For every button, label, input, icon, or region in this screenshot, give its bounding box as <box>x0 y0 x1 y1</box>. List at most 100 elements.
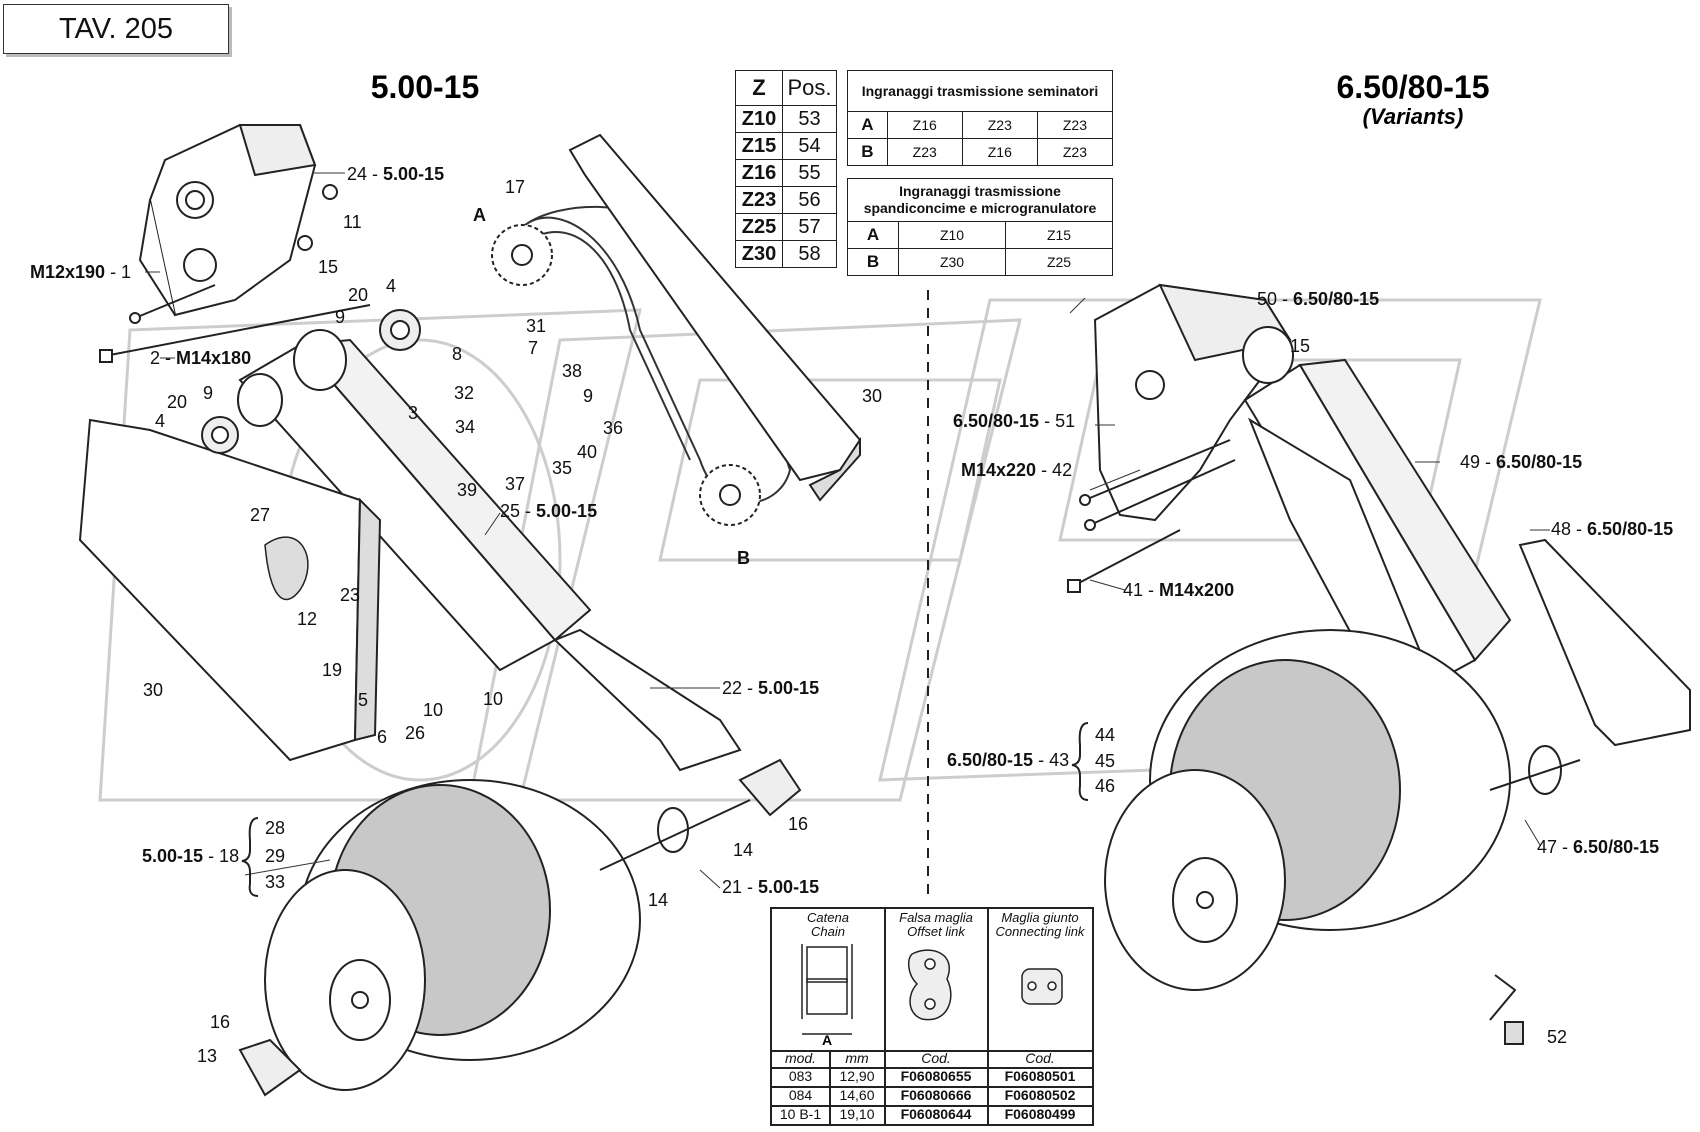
bolts-upper-left <box>99 184 371 363</box>
mm-cell: 19,10 <box>839 1106 875 1122</box>
callout-27: 27 <box>250 505 270 525</box>
callout-29: 29 <box>265 846 285 866</box>
chain-cover-30 <box>568 133 862 502</box>
pos-cell: 55 <box>782 159 837 187</box>
callout-11: 11 <box>343 212 362 232</box>
header-z: Z <box>735 70 783 106</box>
wheel-right <box>1104 629 1511 991</box>
pos-cell: 53 <box>782 105 837 133</box>
chain-link-drawings: A <box>801 944 1063 1048</box>
skid-48 <box>1518 538 1691 747</box>
callout-47: 47 - 6.50/80-15 <box>1537 837 1659 857</box>
section-subtitle-right: (Variants) <box>1363 104 1464 129</box>
divider <box>987 909 989 1124</box>
divider <box>772 1105 1092 1107</box>
table-cell: Z23 <box>1036 138 1114 166</box>
connecting-link-icon <box>1021 968 1063 1005</box>
frame-arm-left <box>78 329 592 762</box>
spring-27 <box>264 536 309 601</box>
callout-9b: 9 <box>583 386 593 406</box>
callout-19: 19 <box>322 660 342 680</box>
callout-24: 24 - 5.00-15 <box>347 164 444 184</box>
callout-14a: 14 <box>733 840 753 860</box>
table-cell: Z23 <box>961 111 1038 139</box>
callout-23: 23 <box>340 585 360 605</box>
wheel-left <box>264 779 641 1091</box>
pos-cell: 56 <box>782 186 837 214</box>
callout-20b: 20 <box>167 392 187 412</box>
callout-44: 44 <box>1095 725 1115 745</box>
callout-37: 37 <box>505 474 525 494</box>
dimension-a-label: A <box>822 1032 832 1048</box>
section-title-right: 6.50/80-15 <box>1336 69 1489 105</box>
seeder-table-title: Ingranaggi trasmissione seminatori <box>847 70 1113 112</box>
table-cell: Z10 <box>898 221 1006 249</box>
mod-cell: 10 B-1 <box>779 1106 822 1122</box>
subheader-mod: mod. <box>784 1050 817 1066</box>
table-cell: Z30 <box>898 248 1006 276</box>
table-cell: Z25 <box>1005 248 1113 276</box>
row-label: A <box>847 111 888 139</box>
callout-1: M12x190 - 1 <box>30 262 131 282</box>
callout-9c: 9 <box>203 383 213 403</box>
callout-13: 13 <box>197 1046 217 1066</box>
callout-17: 17 <box>505 177 525 197</box>
callout-6: 6 <box>377 727 387 747</box>
gearbox-housing-left <box>138 124 317 317</box>
subheader-cod-connect: Cod. <box>1025 1050 1055 1066</box>
callout-26: 26 <box>405 723 425 743</box>
callout-31: 31 <box>526 316 546 336</box>
callout-50: 50 - 6.50/80-15 <box>1257 289 1379 309</box>
z-cell: Z25 <box>735 213 783 241</box>
pos-cell: 54 <box>782 132 837 160</box>
callout-30a: 30 <box>143 680 163 700</box>
callout-14b: 14 <box>648 890 668 910</box>
connect-code-cell: F06080501 <box>1004 1068 1076 1084</box>
callout-40: 40 <box>577 442 597 462</box>
bracket-43 <box>1071 722 1089 801</box>
row-label: B <box>847 248 899 276</box>
mm-cell: 14,60 <box>839 1087 875 1103</box>
callout-5: 5 <box>358 690 368 710</box>
divider <box>884 909 886 1124</box>
callout-41: 41 - M14x200 <box>1123 580 1234 600</box>
callout-15: 15 <box>318 257 338 277</box>
title-line: Ingranaggi trasmissione <box>899 183 1061 199</box>
title-line: spandiconcime e microgranulatore <box>863 200 1097 216</box>
callout-52: 52 <box>1547 1027 1567 1047</box>
callout-3: 3 <box>408 403 418 423</box>
callout-28: 28 <box>265 818 285 838</box>
offset-link-icon <box>907 949 952 1021</box>
hub-axle-21 <box>238 758 802 1097</box>
callout-48: 48 - 6.50/80-15 <box>1551 519 1673 539</box>
callout-25: 25 - 5.00-15 <box>500 501 597 521</box>
connect-code-cell: F06080499 <box>1004 1106 1076 1122</box>
callout-2: 2 - M14x180 <box>150 348 251 368</box>
callout-35: 35 <box>552 458 572 478</box>
callout-9a: 9 <box>335 307 345 327</box>
divider <box>772 1086 1092 1088</box>
callout-21: 21 - 5.00-15 <box>722 877 819 897</box>
z-cell: Z16 <box>735 159 783 187</box>
pos-cell: 57 <box>782 213 837 241</box>
section-title-left: 5.00-15 <box>371 69 480 105</box>
callout-10b: 10 <box>483 689 503 709</box>
callout-43: 6.50/80-15 - 43 <box>947 750 1069 770</box>
callout-39: 39 <box>457 480 477 500</box>
table-cell: Z16 <box>886 111 963 139</box>
table-cell: Z23 <box>1036 111 1114 139</box>
sprocket-a <box>491 224 553 286</box>
table-cell: Z16 <box>961 138 1038 166</box>
callout-a: A <box>473 205 486 225</box>
callout-32: 32 <box>454 383 474 403</box>
pos-cell: 58 <box>782 240 837 268</box>
